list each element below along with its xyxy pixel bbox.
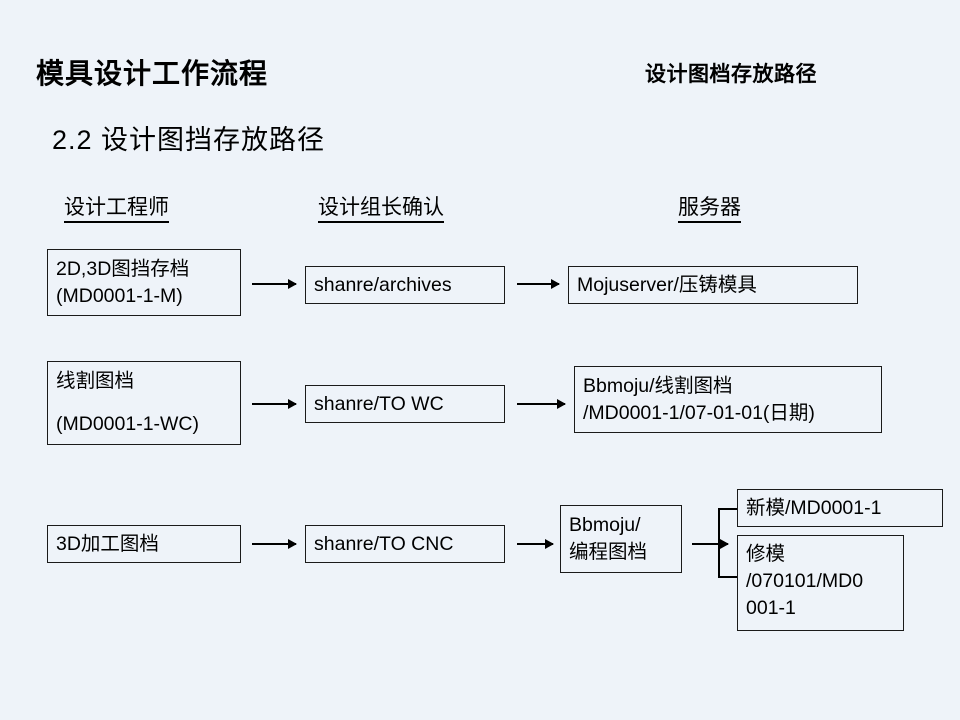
flow-box-row3-branch-repair-mold-line3: 001-1: [746, 596, 796, 619]
flow-box-row1-server: Mojuserver/压铸模具: [568, 266, 858, 304]
flow-box-row2-server: Bbmoju/线割图档 /MD0001-1/07-01-01(日期): [574, 366, 882, 433]
arrow-row3-approval-to-server: [517, 543, 553, 545]
slide-title-left: 模具设计工作流程: [36, 58, 269, 89]
column-header-leader-approval: 设计组长确认: [318, 196, 444, 224]
arrow-row3-server-to-branch: [692, 543, 728, 545]
flow-box-row2-source: 线割图档 (MD0001-1-WC): [47, 361, 241, 445]
flow-box-row3-approval-label: shanre/TO CNC: [314, 532, 454, 555]
arrow-row3-source-to-approval: [252, 543, 296, 545]
flow-box-row3-approval: shanre/TO CNC: [305, 525, 505, 563]
arrow-row1-approval-to-server: [517, 283, 559, 285]
flow-box-row3-server-line1: Bbmoju/: [569, 514, 641, 537]
flow-box-row3-branch-repair-mold: 修模 /070101/MD0 001-1: [737, 535, 904, 631]
flow-box-row3-branch-repair-mold-line2: /070101/MD0: [746, 569, 864, 592]
flow-box-row1-server-label: Mojuserver/压铸模具: [577, 273, 757, 296]
flow-box-row3-branch-repair-mold-line1: 修模: [746, 543, 786, 565]
slide-subtitle: 2.2 设计图挡存放路径: [52, 125, 326, 155]
flow-box-row1-source-line1: 2D,3D图挡存档: [56, 257, 190, 280]
flow-box-row2-server-line1: Bbmoju/线割图档: [583, 374, 733, 397]
flow-box-row3-server-line2: 编程图档: [569, 541, 648, 563]
flow-box-row3-branch-new-mold: 新模/MD0001-1: [737, 489, 943, 527]
column-header-designer: 设计工程师: [64, 196, 169, 224]
flow-box-row3-source: 3D加工图档: [47, 525, 241, 563]
flow-box-row1-approval-label: shanre/archives: [314, 273, 452, 296]
flow-box-row1-approval: shanre/archives: [305, 266, 505, 304]
flow-box-row3-server: Bbmoju/ 编程图档: [560, 505, 682, 573]
column-header-server: 服务器: [678, 196, 741, 224]
flow-box-row2-source-line2: (MD0001-1-WC): [56, 413, 200, 436]
slide-title-right: 设计图档存放路径: [645, 63, 817, 86]
flow-box-row3-source-label: 3D加工图档: [56, 532, 159, 555]
flow-box-row1-source-line2: (MD0001-1-M): [56, 284, 183, 307]
flow-box-row2-approval-label: shanre/TO WC: [314, 392, 444, 415]
flow-box-row1-source: 2D,3D图挡存档 (MD0001-1-M): [47, 249, 241, 316]
flow-box-row2-server-line2: /MD0001-1/07-01-01(日期): [583, 401, 815, 424]
flow-box-row3-branch-new-mold-label: 新模/MD0001-1: [746, 496, 882, 519]
arrow-row2-approval-to-server: [517, 403, 565, 405]
arrow-row1-source-to-approval: [252, 283, 296, 285]
branch-connector-row3: [718, 508, 738, 578]
flow-box-row2-approval: shanre/TO WC: [305, 385, 505, 423]
arrow-row2-source-to-approval: [252, 403, 296, 405]
flow-box-row2-source-line1: 线割图档: [56, 370, 135, 392]
